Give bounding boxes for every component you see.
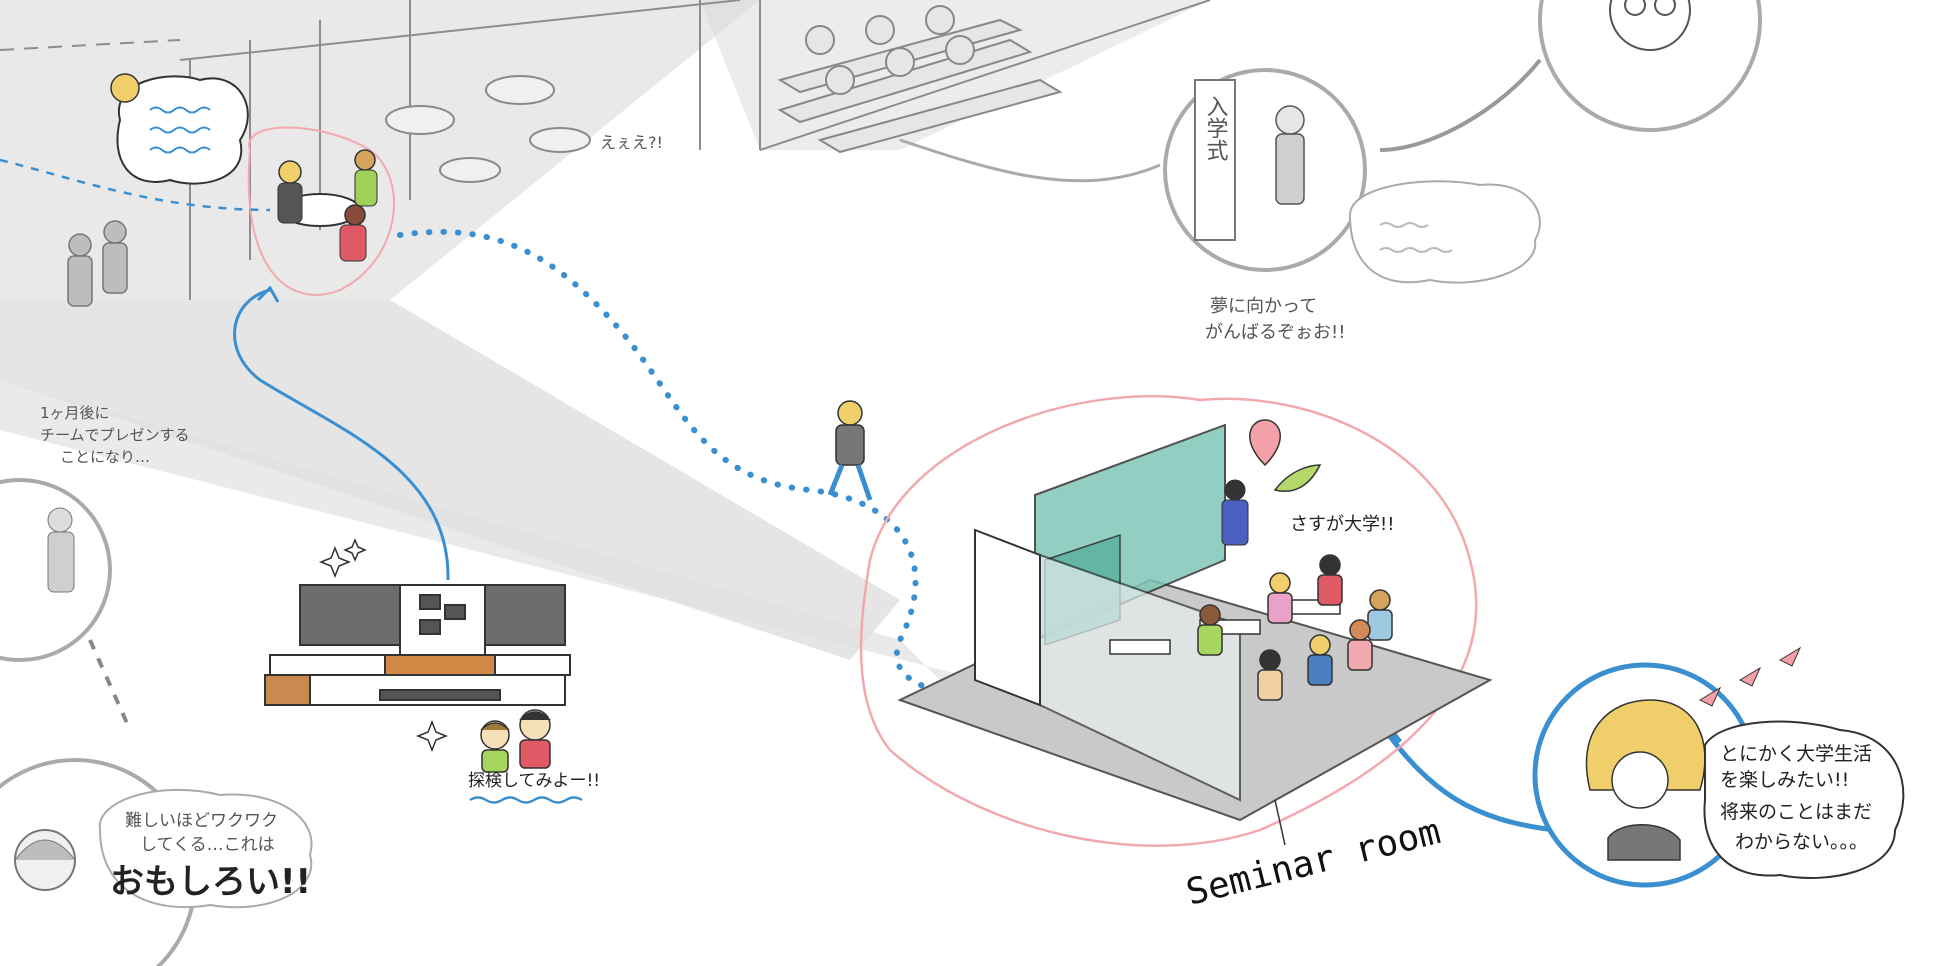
seminar-room [859,395,1493,847]
caption-explore: 探検してみよー!! [468,771,600,791]
classroom-desks [777,5,1063,154]
building-walls [0,0,1211,300]
caption-enjoy-2: を楽しみたい!! [1720,769,1849,791]
story-circle-ceremony [1163,68,1367,272]
caption-nyugakushiki: 入学式 [1203,95,1229,161]
caption-dream-line2: がんばるぞぉお!! [1205,322,1345,343]
caption-difficult-1: 難しいほどワクワク [125,811,278,831]
freshman-speech-bubble [1703,720,1905,879]
seminar-label-leader [1274,799,1286,846]
caption-enjoy-1: とにかく大学生活 [1720,743,1872,765]
seminar-room-label: Seminar room [1182,811,1444,914]
path-arrowhead-1 [256,285,280,303]
caption-month-later-1: 1ヶ月後に [40,404,110,422]
campus-building [264,584,571,706]
student-yellow-hair [278,160,302,184]
caption-month-later-3: ことになり… [60,448,150,466]
ceremony-speech-bubble [1348,180,1541,284]
cafeteria-tables [385,75,591,183]
team-meeting [247,126,395,296]
thought-bubble-wavy [110,73,249,185]
path-from-freshman [1383,728,1556,833]
gray-arrow-2 [899,138,1161,183]
exciting-speech-bubble [98,788,313,909]
caption-omoshiroi: おもしろい!! [110,862,311,902]
caption-difficult-2: してくる…これは [140,835,275,855]
caption-month-later-2: チームでプレゼンする [40,426,190,444]
caption-dream-line1: 夢に向かって [1210,296,1317,317]
excited-kids [480,709,551,773]
explore-underline-wave [469,796,583,804]
caption-sasuga: さすが大学!! [1290,514,1394,535]
walking-people [67,220,128,307]
caption-enjoy-4: わからない。。。 [1735,831,1868,853]
story-circle-team [0,478,112,662]
story-circle-glasses [1538,0,1762,132]
gray-dashed-arrow [88,639,132,731]
gray-arrow-1 [1379,58,1542,152]
path-building-to-meeting [233,288,450,581]
sparkle-icons [318,538,449,753]
path-dotted-to-seminar [397,228,1013,700]
pink-tick-marks [1698,646,1802,707]
caption-enjoy-3: 将来のことはまだ [1720,801,1872,823]
confused-student [827,400,873,501]
caption-eee: えぇえ?! [600,133,663,152]
